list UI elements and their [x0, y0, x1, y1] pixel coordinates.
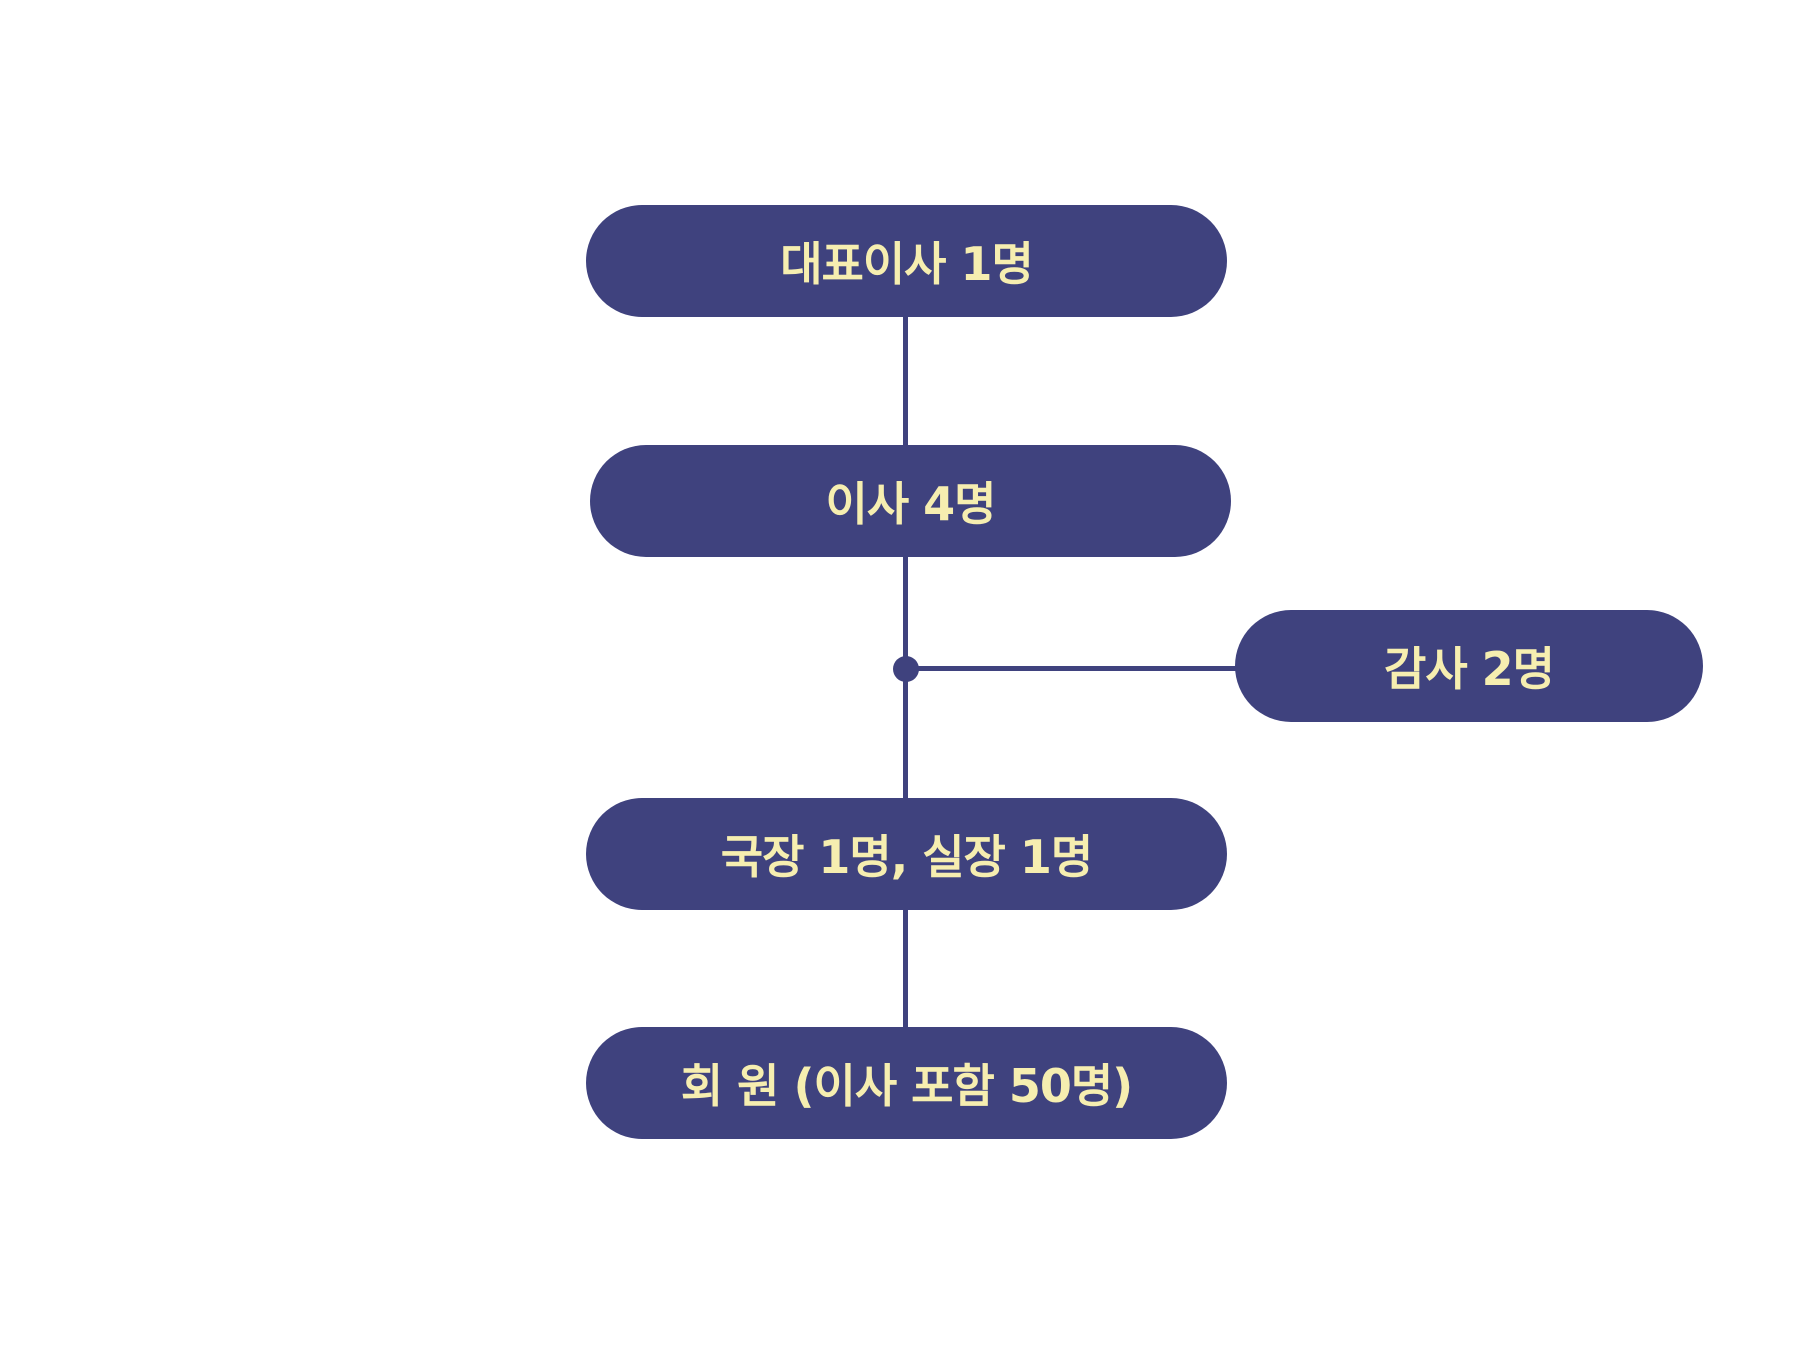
node-directors-label: 이사 4명	[825, 477, 997, 531]
node-members: 회 원 (이사 포함 50명)	[586, 1027, 1227, 1139]
node-directors: 이사 4명	[590, 445, 1231, 557]
connector-junction-managers	[903, 670, 908, 800]
node-auditors-label: 감사 2명	[1384, 642, 1555, 696]
node-members-label: 회 원 (이사 포함 50명)	[680, 1059, 1133, 1113]
connector-directors-junction	[903, 555, 908, 670]
connector-managers-members	[903, 907, 908, 1029]
node-managers: 국장 1명, 실장 1명	[586, 798, 1227, 910]
node-ceo: 대표이사 1명	[586, 205, 1227, 317]
node-managers-label: 국장 1명, 실장 1명	[720, 830, 1093, 884]
connector-ceo-directors	[903, 315, 908, 447]
connector-junction-auditors	[905, 666, 1237, 671]
node-auditors: 감사 2명	[1235, 610, 1703, 722]
node-ceo-label: 대표이사 1명	[780, 237, 1034, 291]
